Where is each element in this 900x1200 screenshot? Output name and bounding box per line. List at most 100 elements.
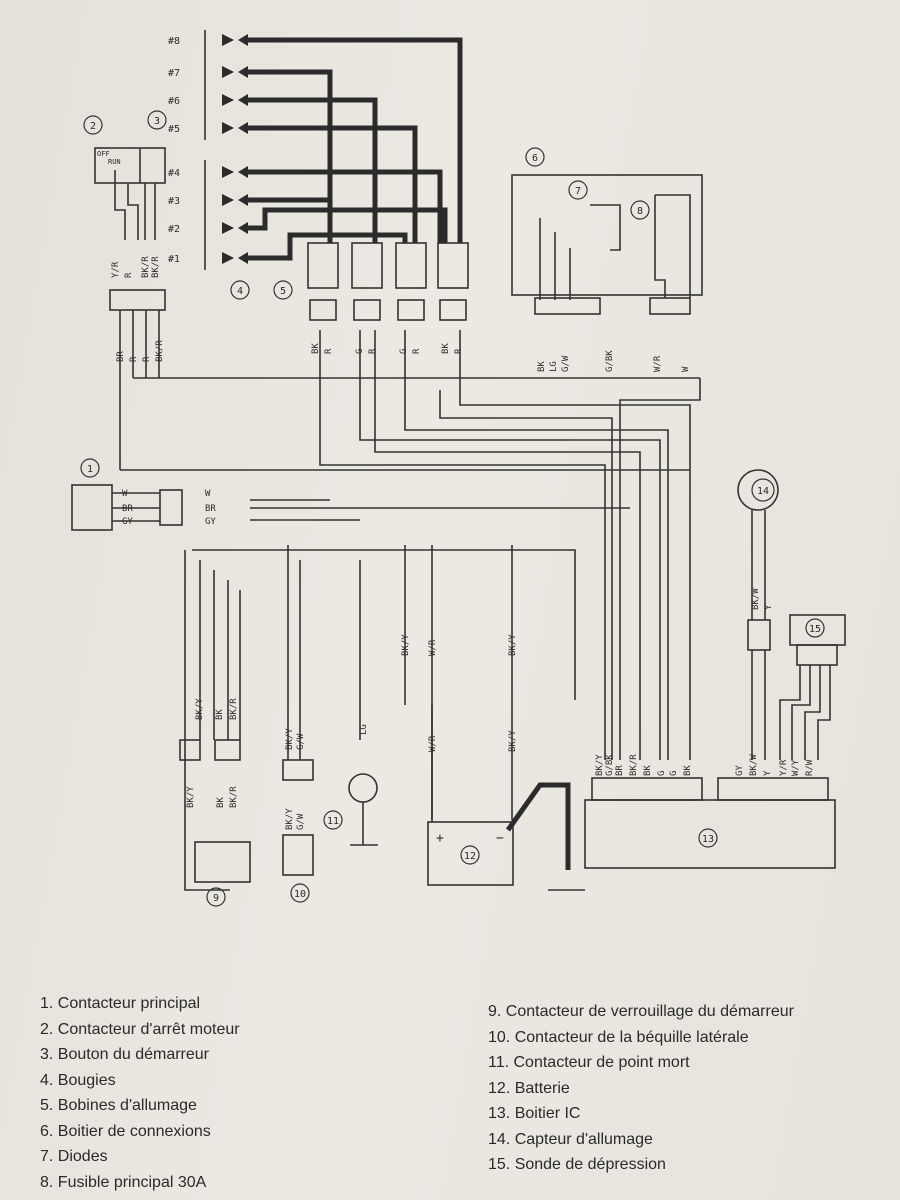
legend-item: 14. Capteur d'allumage <box>488 1130 653 1148</box>
wire-label: BK/R <box>229 698 239 720</box>
wire-label: G/W <box>296 813 306 830</box>
wire-label: LG <box>359 724 369 735</box>
wire-label: BK/Y <box>186 786 196 808</box>
callout-number: 13 <box>702 834 714 845</box>
battery-body <box>427 821 514 886</box>
wire-label: BK/R <box>229 786 239 808</box>
wire-label: R <box>124 272 134 278</box>
wire-label: Y/R <box>111 261 121 278</box>
callout-number: 6 <box>532 153 538 164</box>
wire-label: BK/Y <box>595 754 605 776</box>
callout-circle <box>751 478 775 502</box>
plug-label: #8 <box>168 36 180 47</box>
callout-circle <box>698 828 718 848</box>
ic-igniter-box <box>584 799 836 869</box>
wire-label: BK <box>683 765 693 776</box>
callout-circle <box>460 845 480 865</box>
wire-label: W/R <box>428 639 438 656</box>
wire-label: BK/Y <box>195 698 205 720</box>
wire-label: BK <box>215 709 225 720</box>
plug-arrow-icon <box>222 94 234 106</box>
plug-label: #7 <box>168 68 180 79</box>
plug-arrow-icon <box>222 166 234 178</box>
ignition-coil-3 <box>395 242 427 289</box>
legend-item: 2. Contacteur d'arrêt moteur <box>40 1020 240 1038</box>
wire-label: G <box>669 771 679 776</box>
wire-label: BK <box>441 343 451 354</box>
wire-label: G <box>657 771 667 776</box>
callout-number: 7 <box>575 186 581 197</box>
legend-left-column: 1. Contacteur principal 2. Contacteur d'a… <box>40 995 240 1199</box>
wire-label: W/Y <box>791 759 801 776</box>
switch-off-label: OFF <box>97 150 110 158</box>
wire-label: BK <box>643 765 653 776</box>
lead-arrow-icon <box>238 66 248 78</box>
plug-arrow-icon <box>222 252 234 264</box>
plug-arrow-icon <box>222 194 234 206</box>
wire-label: GY <box>205 517 216 527</box>
wire-label: BK/R <box>629 754 639 776</box>
coil-connector-2 <box>353 299 381 321</box>
wire-label: W <box>681 366 691 372</box>
wire-label: BK/W <box>751 588 761 610</box>
callout-circle <box>805 618 825 638</box>
wire-label: BR <box>122 504 133 514</box>
wire-label: GY <box>735 765 745 776</box>
wire-label: BK/Y <box>401 634 411 656</box>
legend-item: 8. Fusible principal 30A <box>40 1173 207 1191</box>
wire-label: W <box>205 489 211 499</box>
wire-label: G/W <box>561 355 571 372</box>
wire-label: G <box>355 349 365 354</box>
wire-label: BK/Y <box>508 730 518 752</box>
callout-number: 3 <box>154 116 160 127</box>
legend-item: 6. Boitier de connexions <box>40 1122 211 1140</box>
lead-arrow-icon <box>238 34 248 46</box>
plug-arrow-icon <box>222 222 234 234</box>
wire-label: GY <box>122 517 133 527</box>
lead-arrow-icon <box>238 94 248 106</box>
wire-label: BK/W <box>749 754 759 776</box>
wire-label: R/W <box>805 759 815 776</box>
wire-label: R <box>324 348 334 354</box>
wire-label: Y <box>764 604 774 610</box>
junction-connector-left <box>534 297 601 315</box>
battery-minus-sign: − <box>496 831 504 846</box>
pickup-coil-body <box>737 469 779 511</box>
callout-circle <box>273 280 293 300</box>
ignition-coil-2 <box>351 242 383 289</box>
wire-label: W/R <box>428 735 438 752</box>
wire-label: G/BK <box>605 754 615 776</box>
wire-label: W/R <box>653 355 663 372</box>
legend-item: 3. Bouton du démarreur <box>40 1046 209 1063</box>
legend-item: 15. Sonde de dépression <box>488 1156 666 1173</box>
legend-item: 1. Contacteur principal <box>40 995 201 1012</box>
main-switch-connector <box>159 489 183 526</box>
wire-label: Y/R <box>779 759 789 776</box>
wire-label: R <box>412 348 422 354</box>
junction-box <box>511 174 703 296</box>
callout-circle <box>568 180 588 200</box>
wire-label: Y <box>763 770 773 776</box>
wire-label: BR <box>205 504 216 514</box>
main-switch-body <box>71 484 113 531</box>
callout-circle <box>206 887 226 907</box>
engine-stop-switch <box>94 147 166 184</box>
wire-label: BK/Y <box>285 728 295 750</box>
coil-connector-1 <box>309 299 337 321</box>
callout-number: 2 <box>90 121 96 132</box>
legend-item: 10. Contacteur de la béquille latérale <box>488 1028 749 1046</box>
plug-label: #4 <box>168 168 180 179</box>
callout-number: 15 <box>809 624 821 635</box>
callout-number: 8 <box>637 206 643 217</box>
hv-leads <box>245 37 571 870</box>
coil-connector-3 <box>397 299 425 321</box>
wire-label: R <box>454 348 464 354</box>
legend-item: 9. Contacteur de verrouillage du démarre… <box>488 1003 794 1020</box>
plug-label: #3 <box>168 196 180 207</box>
plug-label: #1 <box>168 254 180 265</box>
plug-label-group: #8#7#6#5#4#3#2#1 <box>168 36 180 265</box>
